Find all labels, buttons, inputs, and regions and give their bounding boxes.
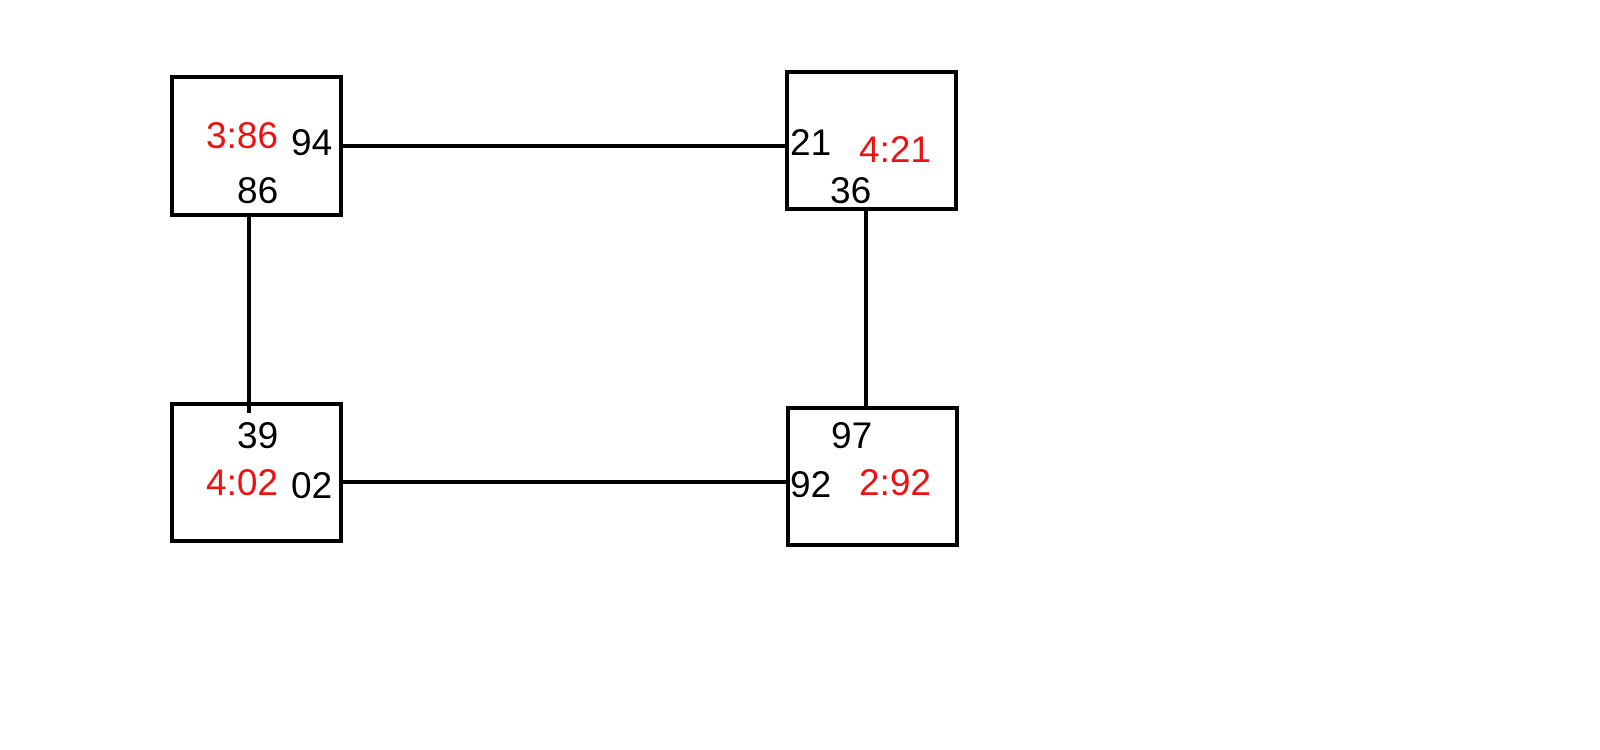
node-top-left-summary: 3:86	[206, 115, 278, 156]
node-bottom-left-port-top: 39	[237, 415, 278, 456]
node-top-right-port-bottom: 36	[830, 170, 871, 211]
node-bottom-right-port-top: 97	[831, 415, 872, 456]
node-top-right-port-left: 21	[790, 122, 831, 163]
node-bottom-left-summary: 4:02	[206, 462, 278, 503]
node-top-left-port-right: 94	[291, 122, 332, 163]
node-top-right-summary: 4:21	[859, 129, 931, 170]
node-bottom-left-port-right: 02	[291, 465, 332, 506]
node-top-right	[785, 70, 958, 211]
node-bottom-right	[786, 406, 959, 547]
node-bottom-right-port-left: 92	[790, 464, 831, 505]
node-bottom-left	[170, 402, 343, 543]
node-top-left-port-bottom: 86	[237, 170, 278, 211]
node-bottom-right-summary: 2:92	[859, 462, 931, 503]
node-top-left	[170, 75, 343, 217]
